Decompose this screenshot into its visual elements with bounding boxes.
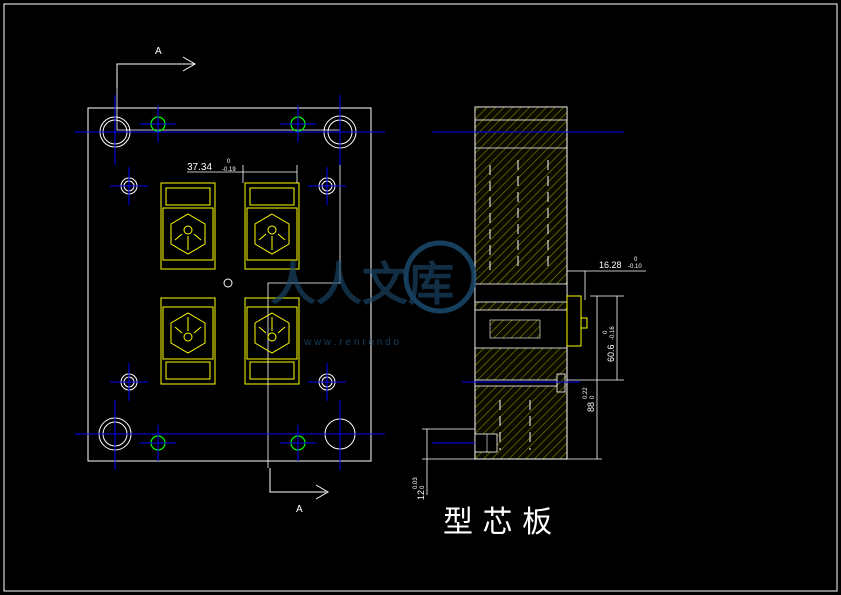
section-side-view [432,106,624,460]
dim-12: 12 0.03 0 [413,477,426,500]
dim-88: 88 0.22 0 [583,387,596,412]
watermark-text: 人人文库 [270,257,454,311]
dim-1628-tol-upper: 0 [634,257,638,263]
section-mark-top: A [116,46,196,88]
dimension-width: 37.34 0 -0.19 [187,159,298,183]
cavity-insert [160,182,300,385]
drawing-title: 型 芯 板 [443,505,552,540]
dim-606-value: 60.6 [606,344,616,362]
dim-12-value: 12 [416,490,426,500]
section-mark-bottom: A [269,468,329,515]
dim-606-tol-upper: 0 [603,330,609,334]
dim-width-tol-upper: 0 [227,159,231,165]
plate-plan-view [75,95,385,470]
dim-88-tol-upper: 0.22 [583,387,589,399]
dim-1628-tol-lower: -0.10 [628,264,642,270]
dim-606: 60.6 0 -0.16 [603,326,616,362]
section-label-bottom: A [296,504,303,515]
drawing-border [3,3,838,592]
dim-width-tol-lower: -0.19 [222,167,236,173]
dim-width-value: 37.34 [187,162,212,173]
dim-88-tol-lower: 0 [590,395,596,399]
section-label-top: A [155,46,162,57]
dim-12-tol-upper: 0.03 [413,477,419,489]
section-cut-line [116,88,341,468]
watermark-url: w w w . r e n r e n d o [303,337,399,348]
center-lines [75,95,385,470]
dim-606-tol-lower: -0.16 [610,326,616,340]
dim-12-tol-lower: 0 [420,485,426,489]
dim-88-value: 88 [586,402,596,412]
dim-1628-value: 16.28 [599,260,622,270]
dimension-right [422,270,646,495]
watermark-logo: 人人文库 w w w . r e n r e n d o [270,240,477,348]
dim-1628: 16.28 0 -0.10 [599,257,642,270]
